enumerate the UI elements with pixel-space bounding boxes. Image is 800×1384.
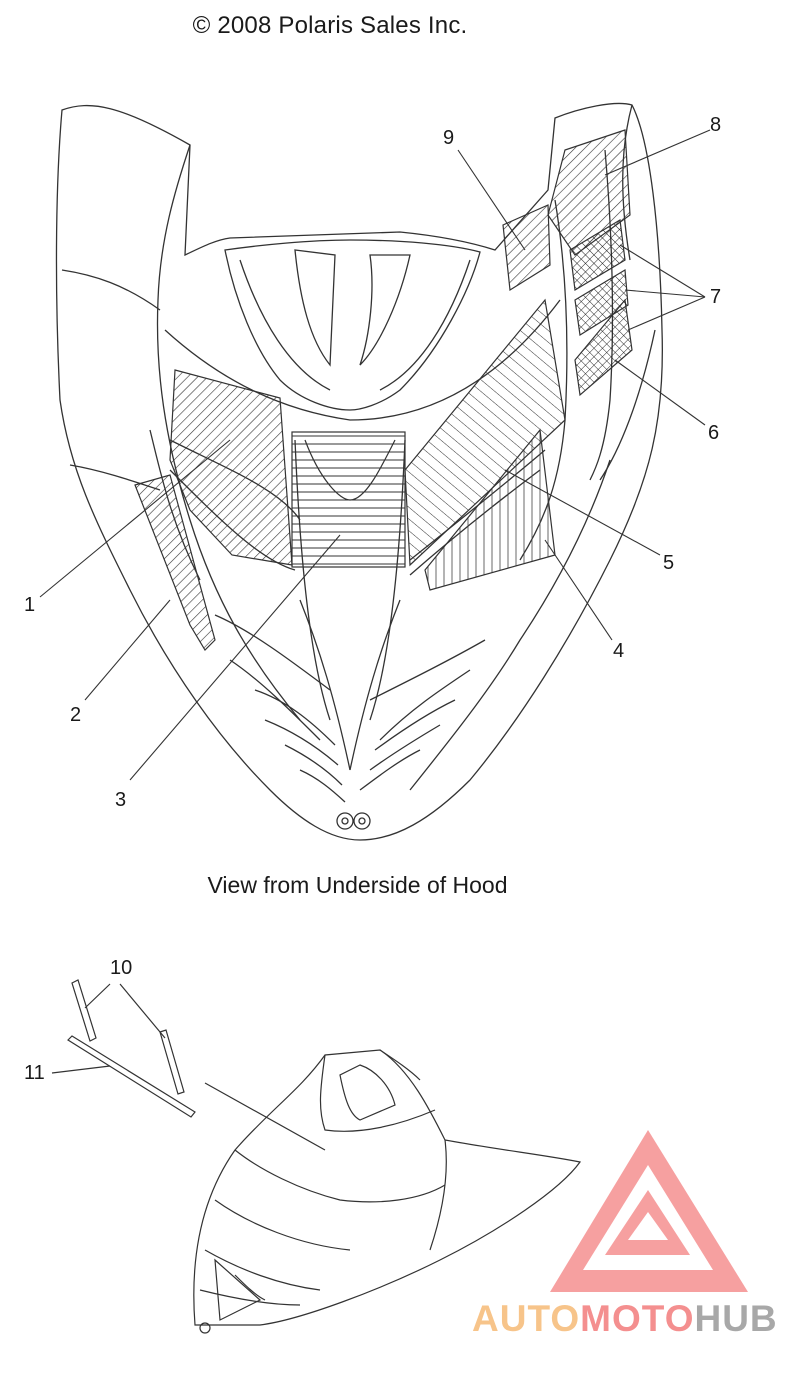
trim-strips [51,979,196,1118]
callout-9: 9 [443,127,455,149]
watermark-text: AUTOMOTOHUB [472,1298,778,1340]
watermark-auto: AUTO [472,1298,581,1339]
hood-iso-view [193,1049,582,1334]
callout-11: 11 [24,1062,45,1084]
callout-1: 1 [24,594,36,616]
view-caption: View from Underside of Hood [207,872,508,898]
callout-6: 6 [708,422,720,444]
leader-lines [39,129,711,781]
decal-2-left-strip [134,474,216,651]
callout-2: 2 [70,704,82,726]
callout-4: 4 [613,640,625,662]
strip-10-left [71,979,97,1042]
decal-6-right-vent [574,298,633,397]
decal-8-upper-right [547,129,631,256]
decal-7-vent-b [574,268,629,336]
watermark-logo [550,1130,748,1292]
copyright-text: © 2008 Polaris Sales Inc. [192,12,468,39]
decal-9-small [502,204,551,292]
top-vent-frame [224,239,481,411]
callout-3: 3 [115,789,127,811]
strip-10-right [159,1029,185,1095]
decals [134,129,633,651]
callout-7: 7 [710,286,722,308]
callout-10: 10 [110,957,133,979]
strip-11 [67,1035,196,1118]
watermark-moto: MOTO [580,1298,695,1339]
iso-hood-outline [193,1049,582,1326]
decal-1-left-panel [169,369,293,566]
decal-5-right-diagonal [404,298,566,567]
callout-8: 8 [710,114,722,136]
callout-5: 5 [663,552,675,574]
hood-outer-outline [55,102,663,841]
watermark-hub: HUB [694,1298,778,1339]
